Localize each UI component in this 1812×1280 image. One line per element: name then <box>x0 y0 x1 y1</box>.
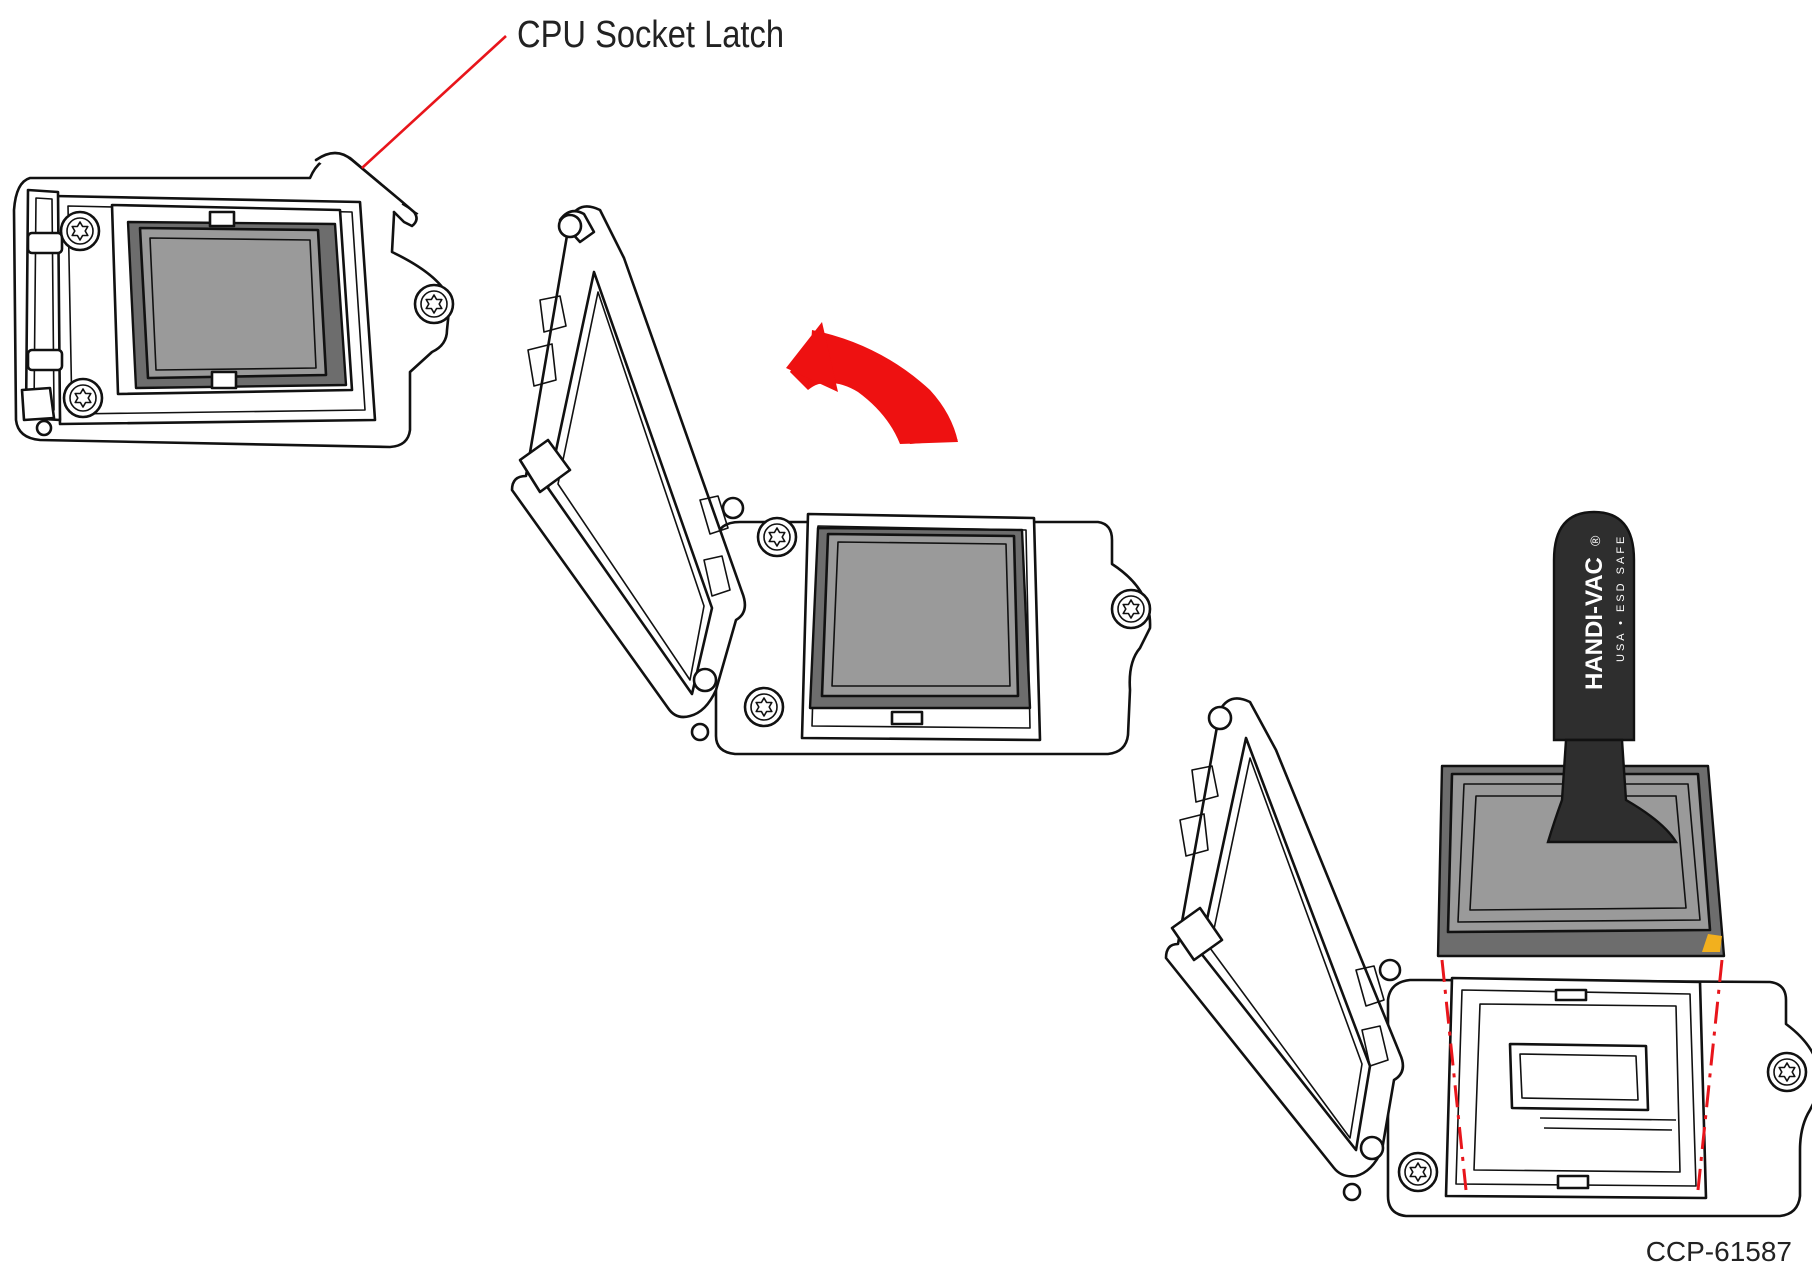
tool-subtext: USA • ESD SAFE <box>1615 534 1627 662</box>
cpu-pin1-marker <box>1702 934 1722 952</box>
figure-id: CCP-61587 <box>1645 1236 1792 1267</box>
callout-label: CPU Socket Latch <box>517 14 785 56</box>
socket-closed <box>12 151 455 449</box>
tool-registered-mark: ® <box>1587 535 1603 546</box>
cpu-closed <box>126 210 348 390</box>
callout-leader-line <box>361 35 507 169</box>
socket-cpu-removed: HANDI-VAC ® USA • ESD SAFE <box>1164 510 1812 1218</box>
alignment-line-left <box>1440 959 1468 1191</box>
handi-vac-tool: HANDI-VAC ® USA • ESD SAFE <box>1546 510 1679 844</box>
alignment-line-right <box>1696 959 1724 1191</box>
socket-opening <box>510 205 1152 756</box>
cpu-in-socket <box>808 526 1032 710</box>
tool-brand-label: HANDI-VAC <box>1581 557 1608 690</box>
